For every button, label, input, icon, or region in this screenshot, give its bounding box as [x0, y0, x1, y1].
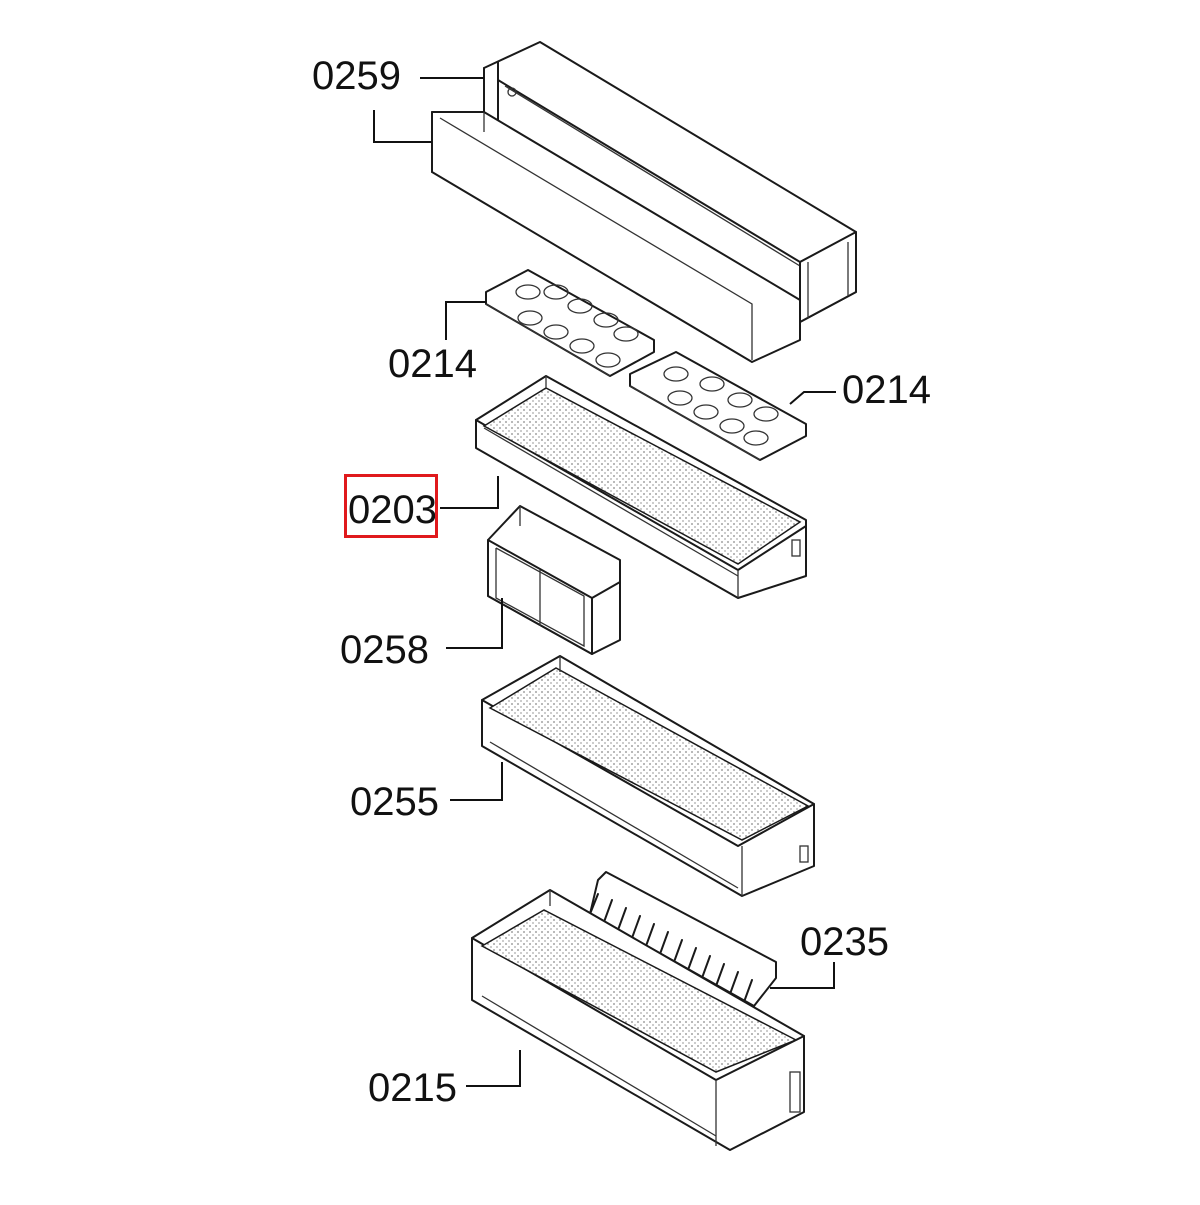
part-label-0203: 0203 — [348, 488, 437, 532]
part-label-0215: 0215 — [368, 1066, 457, 1110]
part-label-0214-right: 0214 — [842, 368, 931, 412]
leader-lines — [373, 77, 836, 1087]
part-label-0258: 0258 — [340, 628, 429, 672]
part-label-0235: 0235 — [800, 920, 889, 964]
selected-part-highlight — [344, 474, 438, 538]
part-0203-door-shelf — [475, 375, 807, 599]
part-0214-egg-tray-left — [485, 269, 655, 377]
part-0255-door-shelf — [481, 655, 815, 897]
part-0258-small-box — [487, 505, 621, 655]
part-0214-egg-tray-right — [629, 351, 807, 461]
part-0215-bottom-bin — [471, 889, 805, 1151]
part-label-0214-left: 0214 — [388, 342, 477, 386]
part-label-0255: 0255 — [350, 780, 439, 824]
part-0259-shelf — [431, 41, 857, 363]
part-label-0259: 0259 — [312, 54, 401, 98]
